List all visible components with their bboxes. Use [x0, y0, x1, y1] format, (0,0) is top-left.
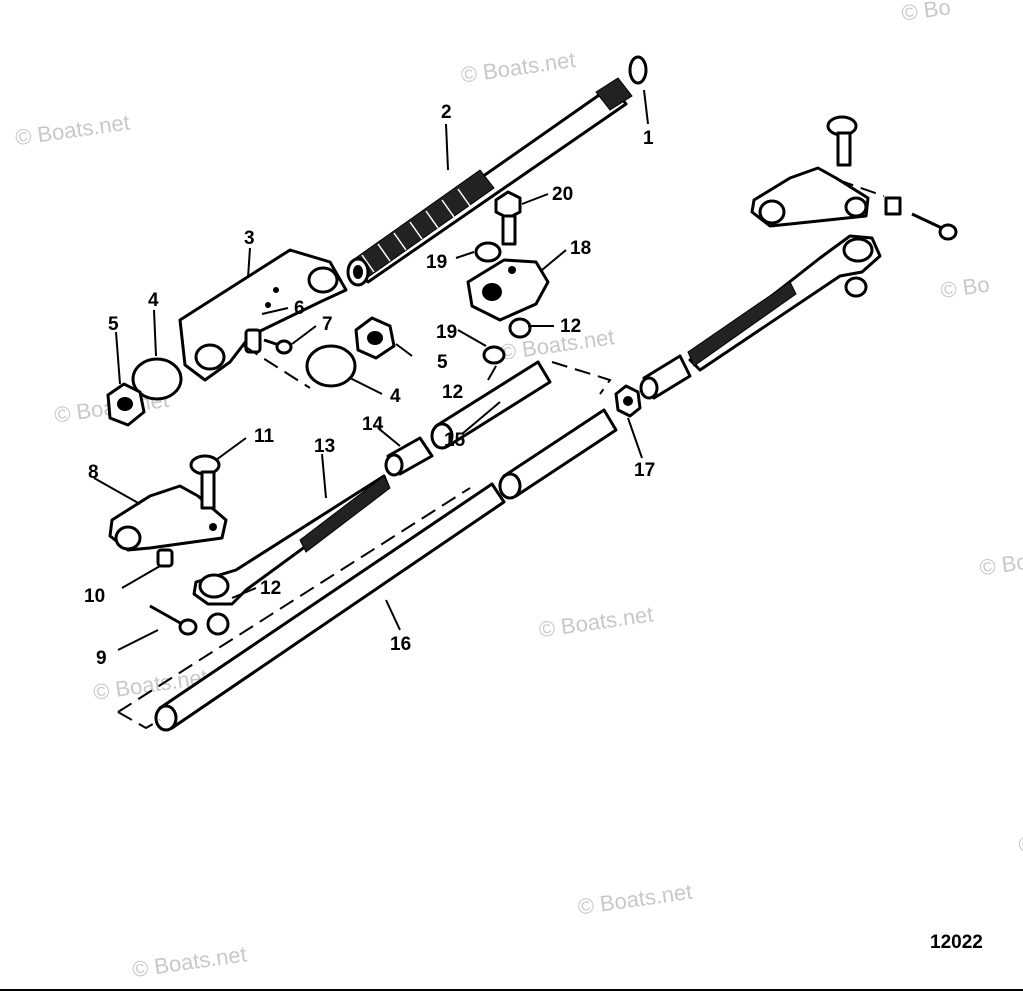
callout-10: 10	[84, 586, 105, 607]
callout-13: 13	[314, 436, 335, 457]
watermark: © Bo	[978, 549, 1023, 581]
tube-part	[346, 77, 633, 287]
callout-5: 5	[108, 314, 119, 335]
watermark: © Boats.net	[537, 601, 655, 642]
bolt-part	[884, 196, 958, 241]
nut-part	[106, 382, 146, 427]
sleeve-part	[639, 354, 692, 400]
tie-rod-end-part	[192, 474, 391, 606]
callout-9: 9	[96, 648, 107, 669]
tie-rod-end-part	[687, 234, 882, 372]
callout-17: 17	[634, 460, 655, 481]
tie-bar-tube-part	[154, 482, 506, 732]
tie-bar-bracket-part	[750, 166, 870, 228]
tie-bar-bracket-part	[108, 484, 228, 552]
watermark: © Boats.net	[459, 47, 577, 88]
screw-part	[263, 338, 293, 355]
sleeve-part	[430, 360, 552, 450]
callout-8: 8	[88, 462, 99, 483]
washer-part	[482, 345, 506, 365]
callout-18: 18	[570, 238, 591, 259]
watermark: © Bo	[939, 271, 991, 303]
sleeve-part	[384, 436, 434, 477]
bolt-part	[189, 454, 221, 510]
lock-nut-part	[206, 612, 230, 636]
bolt-part	[494, 190, 522, 246]
watermark: © Bo	[900, 0, 952, 26]
sleeve-part	[498, 408, 618, 500]
washer-part	[474, 241, 502, 263]
callout-7: 7	[322, 314, 333, 335]
watermark: © Boats.net	[14, 110, 132, 151]
callouts: 1 2 3 4 4 5 5 6 7 8 9 10 11 12 12 12 13 …	[84, 102, 655, 669]
callout-19: 19	[436, 322, 457, 343]
washer-part	[305, 344, 357, 388]
callout-16: 16	[390, 634, 411, 655]
callout-12: 12	[560, 316, 581, 337]
watermark: © Boats.net	[131, 941, 249, 982]
callout-1: 1	[643, 128, 654, 149]
assembly-lines	[117, 179, 885, 730]
callout-19: 19	[426, 252, 447, 273]
callout-20: 20	[552, 184, 573, 205]
callout-12: 12	[260, 578, 281, 599]
callout-14: 14	[362, 414, 384, 435]
callout-11: 11	[254, 426, 275, 447]
lock-nut-part	[508, 317, 532, 339]
bracket-part	[178, 248, 348, 382]
callout-4: 4	[390, 386, 401, 407]
o-ring-part	[628, 55, 648, 85]
callout-15: 15	[444, 430, 466, 451]
callout-4: 4	[148, 290, 159, 311]
nut-part	[354, 316, 396, 360]
leader-lines	[93, 89, 649, 651]
washer-part	[156, 548, 174, 568]
watermark: © Boats.net	[576, 879, 694, 920]
bolt-part	[826, 115, 858, 167]
diagram-code: 12022	[930, 932, 983, 953]
callout-2: 2	[441, 102, 452, 123]
callout-5: 5	[437, 352, 448, 373]
lock-nut-part	[844, 276, 868, 298]
nut-part	[614, 384, 642, 418]
bolt-part	[149, 604, 198, 636]
washer-part	[131, 357, 183, 401]
clamp-block-part	[466, 258, 550, 322]
watermark: © Bo	[1017, 826, 1023, 858]
callout-12: 12	[442, 382, 463, 403]
callout-3: 3	[244, 228, 255, 249]
callout-6: 6	[294, 298, 305, 319]
